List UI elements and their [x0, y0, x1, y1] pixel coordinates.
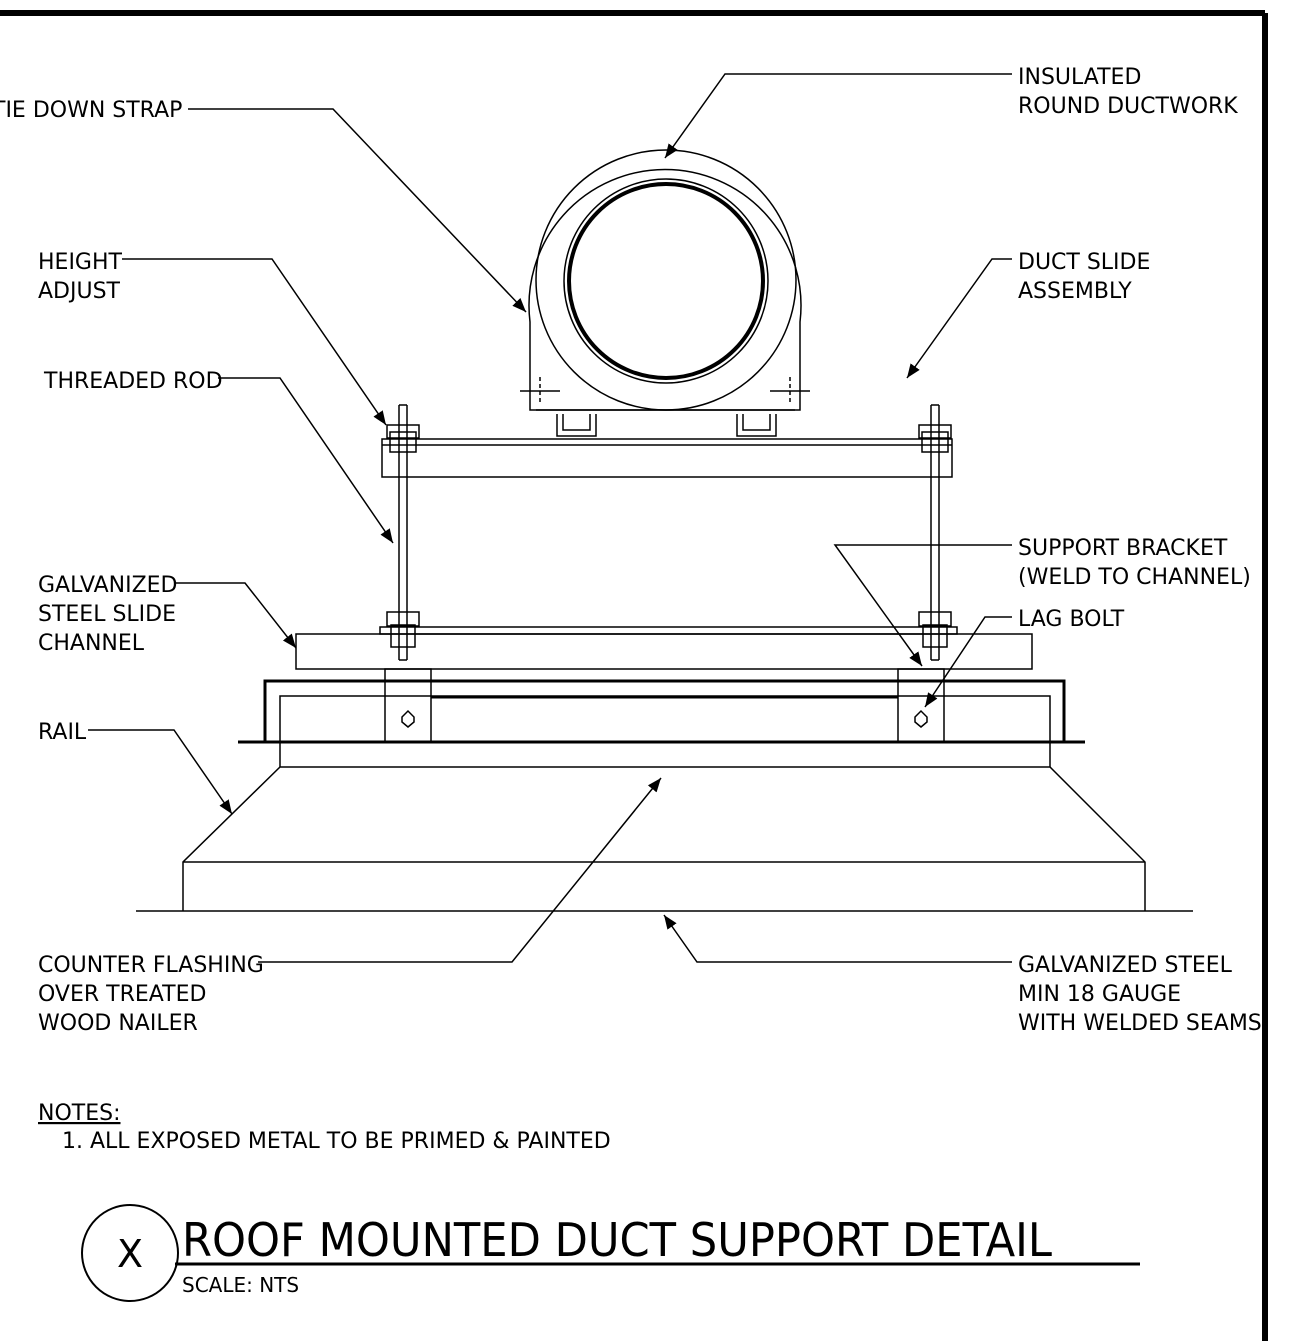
detail-title: ROOF MOUNTED DUCT SUPPORT DETAIL: [182, 1213, 1052, 1267]
threaded-rod-left: [386, 404, 420, 661]
counter-flashing: [263, 679, 1066, 742]
leader-lag-bolt: [924, 616, 1012, 708]
slide-shoe-left: [556, 414, 597, 437]
upper-plate: [381, 438, 953, 478]
lower-plate: [379, 626, 958, 635]
notes-heading: NOTES:: [38, 1101, 121, 1126]
label-rail: RAIL: [38, 720, 87, 745]
leader-galvanized-channel: [174, 582, 297, 649]
leader-rail: [88, 729, 233, 815]
title-block: X ROOF MOUNTED DUCT SUPPORT DETAIL SCALE…: [81, 1204, 1140, 1302]
duct-outer-wall: [563, 178, 769, 384]
note-item: 1. ALL EXPOSED METAL TO BE PRIMED & PAIN…: [62, 1129, 611, 1154]
wood-nailer: [279, 695, 1051, 767]
detail-bubble: [81, 1204, 179, 1302]
label-lag-bolt: LAG BOLT: [1018, 607, 1125, 632]
detail-bubble-letter: X: [117, 1232, 143, 1276]
label-duct-slide: DUCT SLIDE ASSEMBLY: [1018, 250, 1157, 304]
leader-threaded-rod: [218, 377, 394, 544]
label-galvanized-channel: GALVANIZED STEEL SLIDE CHANNEL: [38, 573, 185, 656]
leader-height-adjust: [122, 258, 387, 426]
leader-counter-flashing: [258, 777, 662, 963]
strap-fastener-right: [770, 377, 810, 404]
lag-bolt-right: [914, 709, 928, 728]
label-counter-flashing: COUNTER FLASHING OVER TREATED WOOD NAILE…: [38, 953, 271, 1036]
label-galvanized-steel: GALVANIZED STEEL MIN 18 GAUGE WITH WELDE…: [1018, 953, 1262, 1036]
label-threaded-rod: THREADED ROD: [43, 369, 223, 394]
label-insulated-duct: INSULATED ROUND DUCTWORK: [1018, 65, 1238, 119]
insulation-jacket: [535, 149, 797, 411]
detail-drawing: [136, 149, 1193, 912]
label-tie-down-strap: TIE DOWN STRAP: [0, 98, 182, 123]
drawing-border: [0, 10, 1268, 1341]
lag-bolt-left: [401, 709, 415, 728]
leader-tie-down-strap: [188, 108, 527, 313]
duct-inner-wall: [567, 182, 765, 380]
leader-duct-slide: [906, 258, 1012, 379]
label-support-bracket: SUPPORT BRACKET (WELD TO CHANNEL): [1018, 536, 1251, 590]
callout-labels: TIE DOWN STRAP INSULATED ROUND DUCTWORK …: [0, 65, 1262, 1036]
leader-galvanized-steel: [663, 914, 1012, 963]
detail-scale: SCALE: NTS: [182, 1273, 299, 1297]
notes-block: NOTES: 1. ALL EXPOSED METAL TO BE PRIMED…: [38, 1101, 611, 1154]
strap-fastener-left: [520, 377, 560, 404]
leader-insulated-duct: [664, 73, 1012, 159]
label-height-adjust: HEIGHT ADJUST: [38, 250, 129, 304]
leader-lines: [88, 73, 1012, 963]
leader-support-bracket: [833, 544, 1012, 667]
curb-base: [182, 766, 1146, 911]
slide-shoe-right: [736, 414, 777, 437]
threaded-rod-right: [918, 404, 952, 661]
